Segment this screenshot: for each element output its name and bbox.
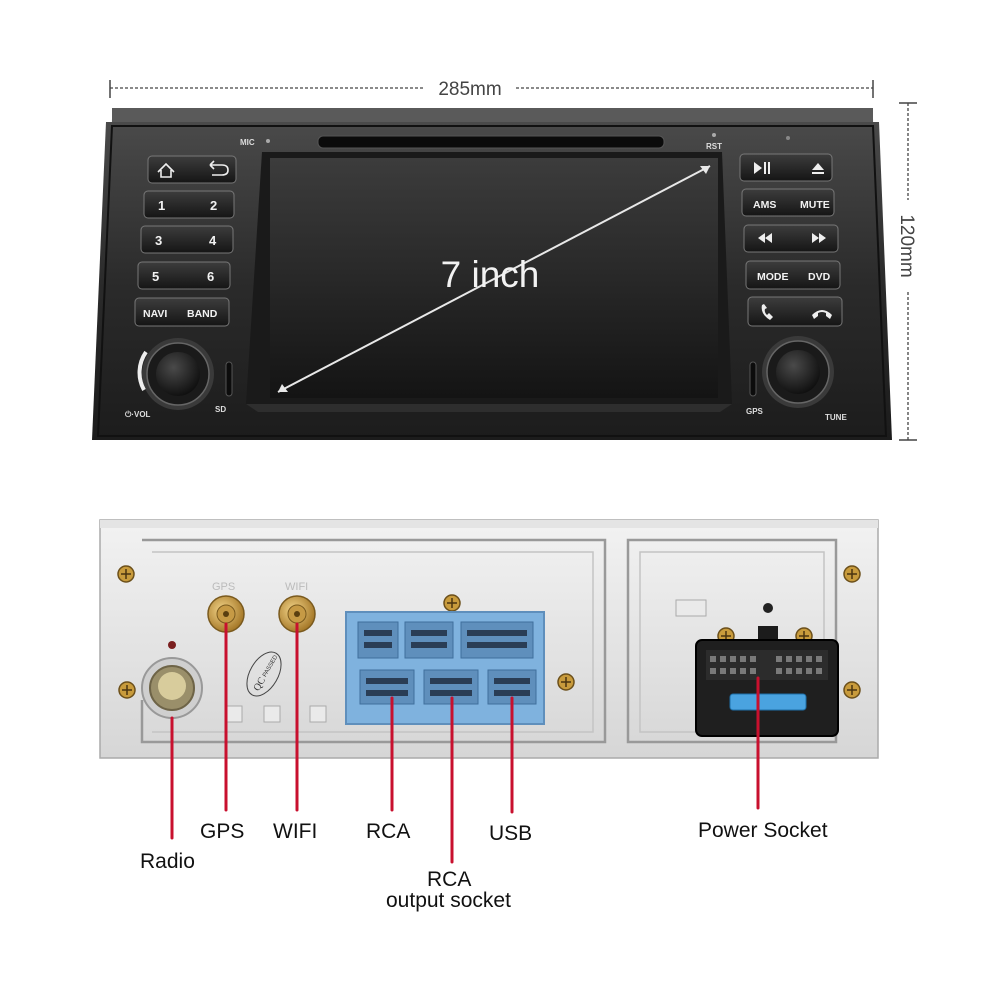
svg-text:1: 1: [158, 198, 165, 213]
wifi-callout: WIFI: [273, 820, 318, 843]
home-back-button[interactable]: [147, 155, 237, 184]
svg-text:DVD: DVD: [808, 271, 831, 283]
mic-label: MIC: [240, 138, 255, 147]
svg-text:AMS: AMS: [753, 199, 776, 211]
home-icon: [157, 162, 175, 178]
width-dimension: 285mm: [109, 79, 874, 100]
hangup-icon: [812, 310, 832, 319]
blue-connector-block: [345, 611, 545, 725]
vol-label: ⏻·VOL: [125, 410, 151, 419]
top-strip: [112, 108, 873, 122]
preset-5-6-button[interactable]: 5 6: [137, 261, 231, 290]
rca-output-callout-line1: RCA: [427, 868, 472, 891]
sd-label: SD: [215, 405, 226, 414]
screen-size-label: 7 inch: [441, 254, 540, 295]
gps-card-slot: [749, 361, 757, 397]
svg-text:5: 5: [152, 269, 159, 284]
play-pause-icon: [754, 162, 762, 174]
gps-mark: GPS: [212, 581, 235, 593]
vent-holes: [225, 599, 707, 723]
rear-panel: GPS WIFI QC PASSED: [99, 519, 879, 759]
play-eject-button[interactable]: [739, 153, 833, 182]
next-icon: [812, 233, 826, 243]
svg-text:MODE: MODE: [757, 271, 789, 283]
tune-label: TUNE: [825, 413, 847, 422]
left-button-column: 1 2 3 4 5 6 NAVI BAND: [134, 155, 237, 327]
volume-knob[interactable]: [137, 338, 214, 410]
back-icon: [209, 160, 229, 176]
rca-callout: RCA: [366, 820, 411, 843]
power-socket: [695, 603, 839, 737]
width-label: 285mm: [438, 79, 501, 100]
preset-1-2-button[interactable]: 1 2: [143, 190, 235, 219]
fuse: [729, 693, 807, 711]
power-socket-callout: Power Socket: [698, 819, 828, 842]
eject-icon: [812, 163, 824, 174]
screen-diagonal: [277, 165, 711, 393]
phone-icon: [761, 304, 773, 320]
previous-icon: [758, 233, 772, 243]
usb-callout: USB: [489, 822, 533, 845]
svg-text:3: 3: [155, 233, 162, 248]
wifi-antenna-connector: WIFI: [278, 581, 316, 633]
right-button-column: AMS MUTE MODE DVD: [739, 153, 843, 327]
mic-hole: [266, 139, 270, 143]
svg-text:4: 4: [209, 233, 217, 248]
reset-hole: [712, 133, 716, 137]
radio-callout: Radio: [140, 850, 195, 873]
callout-lines: [170, 622, 760, 864]
svg-text:MUTE: MUTE: [800, 199, 830, 211]
sd-slot: [225, 361, 233, 397]
ir-sensor: [786, 136, 790, 140]
front-panel: 7 inch MIC RST ⏻·VOL SD GPS TUNE: [92, 108, 892, 440]
prev-next-button[interactable]: [743, 224, 839, 253]
height-label: 120mm: [896, 214, 917, 277]
mode-dvd-button[interactable]: MODE DVD: [745, 260, 841, 290]
height-dimension: 120mm: [896, 102, 917, 441]
disc-slot: [317, 135, 665, 149]
gps-slot-label: GPS: [746, 407, 764, 416]
ams-mute-button[interactable]: AMS MUTE: [741, 188, 835, 217]
svg-text:NAVI: NAVI: [143, 308, 167, 320]
call-hangup-button[interactable]: [747, 296, 843, 327]
svg-text:6: 6: [207, 269, 214, 284]
rca-output-callout-line2: output socket: [386, 889, 511, 912]
svg-text:BAND: BAND: [187, 308, 218, 320]
preset-3-4-button[interactable]: 3 4: [140, 225, 234, 254]
navi-band-button[interactable]: NAVI BAND: [134, 297, 230, 327]
svg-text:2: 2: [210, 198, 217, 213]
gps-antenna-connector: GPS: [207, 581, 245, 633]
tune-knob[interactable]: [762, 336, 834, 408]
gps-callout: GPS: [200, 820, 245, 843]
radio-antenna-socket: [141, 641, 203, 719]
rst-label: RST: [706, 142, 722, 151]
wifi-mark: WIFI: [285, 581, 308, 593]
